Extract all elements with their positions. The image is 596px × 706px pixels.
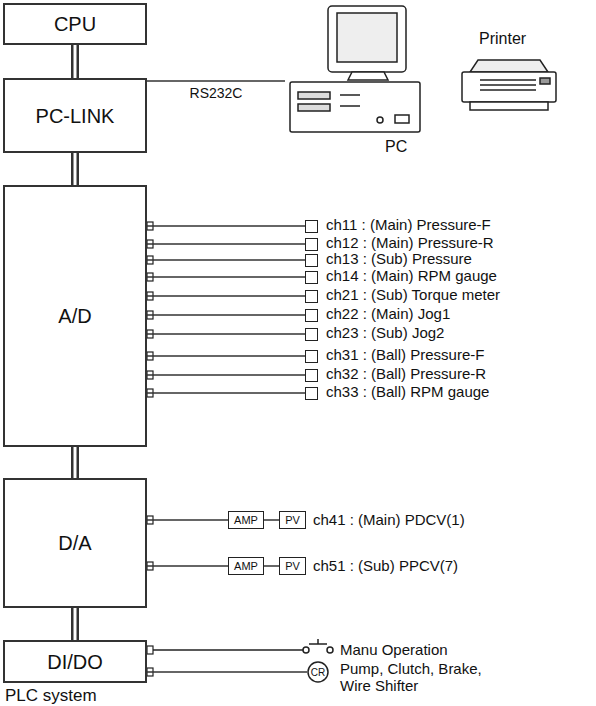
module-box: PC-LINK: [3, 78, 147, 153]
signal-label: Pump, Clutch, Brake, Wire Shifter: [340, 660, 508, 695]
signal-wire: [264, 565, 279, 567]
channel-label: ch32 : (Ball) Pressure-R: [326, 366, 486, 383]
channel-sensor: ch13 : (Sub) Pressure: [305, 254, 318, 267]
channel-sensor: ch23 : (Sub) Jog2: [305, 328, 318, 341]
bus-inner: [74, 153, 77, 185]
bus-connector: [71, 608, 79, 640]
node-label: D/A: [58, 532, 91, 554]
node-label: PV: [285, 514, 300, 526]
signal-wire: [147, 333, 305, 335]
bus-inner: [74, 45, 77, 78]
printer-icon: [462, 60, 556, 110]
bus-connector: [71, 153, 79, 185]
amplifier-box: AMP: [228, 557, 264, 575]
switch-symbol: [153, 639, 333, 653]
computer-icon: [290, 6, 420, 132]
node-label: AMP: [234, 560, 258, 572]
node-label: DI/DO: [47, 651, 103, 673]
node-label: AMP: [234, 514, 258, 526]
node-label: PC: [385, 138, 407, 156]
channel-sensor: ch33 : (Ball) RPM gauge: [305, 387, 318, 400]
signal-wire: [147, 392, 305, 394]
printer: Printer: [455, 30, 560, 115]
signal-label: ch51 : (Sub) PPCV(7): [313, 557, 458, 574]
signal-wire: [264, 519, 279, 521]
bus-inner: [74, 608, 77, 640]
channel-label: ch12 : (Main) Pressure-R: [326, 235, 494, 252]
signal-wire: [147, 276, 305, 278]
signal-wire: [147, 259, 305, 261]
node-label: A/D: [58, 305, 91, 327]
computer: PC: [285, 5, 420, 157]
channel-label: ch11 : (Main) Pressure-F: [326, 217, 491, 234]
channel-sensor: ch32 : (Ball) Pressure-R: [305, 369, 318, 382]
channel-label: ch22 : (Main) Jog1: [326, 306, 450, 323]
bus-connector: [71, 447, 79, 478]
signal-wire: [147, 671, 307, 673]
channel-sensor: ch14 : (Main) RPM gauge: [305, 271, 318, 284]
module-box: DI/DO: [3, 640, 147, 683]
channel-sensor: ch31 : (Ball) Pressure-F: [305, 350, 318, 363]
channel-label: ch13 : (Sub) Pressure: [326, 251, 472, 268]
valve-box: PV: [279, 511, 306, 529]
node-label: Printer: [479, 30, 526, 48]
channel-sensor: ch22 : (Main) Jog1: [305, 309, 318, 322]
relay-coil: CR: [307, 661, 329, 683]
valve-box: PV: [279, 557, 306, 575]
channel-label: ch21 : (Sub) Torque meter: [326, 287, 500, 304]
signal-wire: [147, 225, 305, 227]
node-label: PC-LINK: [36, 105, 115, 127]
link-label: RS232C: [188, 85, 245, 101]
system-caption: PLC system: [5, 686, 97, 706]
module-box: A/D: [3, 185, 147, 447]
module-box: CPU: [3, 3, 147, 45]
signal-wire: [147, 295, 305, 297]
amplifier-box: AMP: [228, 511, 264, 529]
channel-sensor: ch11 : (Main) Pressure-F: [305, 220, 318, 233]
signal-wire: [147, 80, 285, 82]
io-ports: [147, 222, 153, 676]
node-label: CPU: [54, 13, 96, 35]
node-label: CR: [311, 667, 325, 678]
signal-label: Manu Operation: [340, 641, 448, 658]
bus-connector: [71, 45, 79, 78]
signal-wire: [147, 374, 305, 376]
channel-label: ch31 : (Ball) Pressure-F: [326, 347, 484, 364]
channel-label: ch33 : (Ball) RPM gauge: [326, 384, 489, 401]
signal-wire: [147, 314, 305, 316]
coil-circle: [308, 662, 328, 682]
signal-wire: [147, 519, 228, 521]
signal-wire: [147, 243, 305, 245]
bus-inner: [74, 447, 77, 478]
node-label: PV: [285, 560, 300, 572]
signal-label: ch41 : (Main) PDCV(1): [313, 511, 465, 528]
signal-wire: [147, 565, 228, 567]
module-box: D/A: [3, 478, 147, 608]
signal-wire: [147, 355, 305, 357]
channel-sensor: ch12 : (Main) Pressure-R: [305, 238, 318, 251]
channel-label: ch23 : (Sub) Jog2: [326, 325, 444, 342]
channel-sensor: ch21 : (Sub) Torque meter: [305, 290, 318, 303]
channel-label: ch14 : (Main) RPM gauge: [326, 268, 497, 285]
